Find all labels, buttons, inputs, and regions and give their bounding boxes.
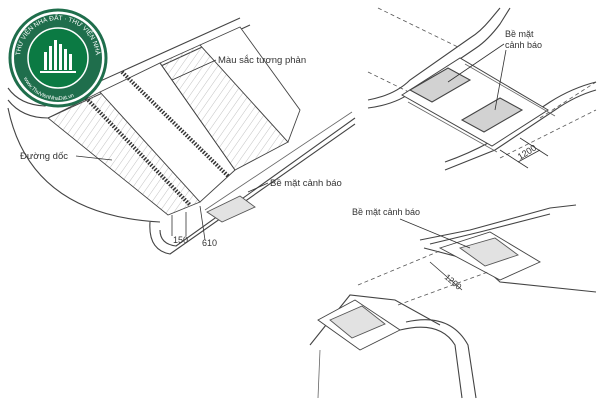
contrast-color-label: Màu sắc tương phản bbox=[218, 55, 306, 66]
tr-island-top-left bbox=[367, 7, 501, 101]
tr-dash-1 bbox=[377, 7, 461, 49]
left-warning-leader bbox=[247, 182, 269, 193]
left-top-edge bbox=[7, 17, 241, 107]
tr-dim-1200-label: 1200 bbox=[516, 143, 538, 162]
tr-warning-label-line2: cảnh báo bbox=[505, 40, 542, 50]
tr-warning-label-line1: Bề mặt bbox=[505, 29, 534, 39]
contrast-strip-left bbox=[84, 96, 192, 207]
logo-building-icon bbox=[40, 40, 76, 73]
br-curb-curve-2 bbox=[405, 319, 477, 399]
tr-island-top-left-2 bbox=[367, 7, 511, 109]
br-dash-1 bbox=[357, 249, 443, 286]
tr-dim-line bbox=[517, 149, 541, 163]
br-dash-2 bbox=[397, 271, 489, 306]
br-warning-surface-upper bbox=[458, 237, 519, 267]
ramp-bottom-edge bbox=[7, 107, 161, 223]
tr-island-inner-1 bbox=[407, 101, 498, 153]
br-upper-edge-3 bbox=[429, 213, 551, 245]
br-warning-leader bbox=[399, 218, 471, 249]
site-logo: THƯ VIỆN NHÀ ĐẤT · THƯ VIỆN NHÀ ĐẤT www.… bbox=[8, 8, 108, 108]
top-right-diagram: Bề mặt cảnh báo 1200 bbox=[367, 7, 597, 171]
tr-dim-ext-1 bbox=[499, 149, 529, 169]
br-lower-left-edge bbox=[317, 349, 321, 399]
tr-leader-2 bbox=[494, 49, 507, 111]
br-upper-edge-1 bbox=[419, 204, 577, 241]
dim-tick-3 bbox=[199, 205, 206, 241]
left-warning-surface bbox=[206, 195, 256, 223]
tr-island-inner-2 bbox=[464, 63, 556, 117]
tr-warning-surface-1 bbox=[408, 67, 472, 103]
ramp-leader bbox=[75, 155, 113, 161]
curb-top bbox=[159, 117, 356, 247]
br-curb-curve-1 bbox=[399, 326, 463, 399]
dim-150-label: 150 bbox=[173, 235, 188, 245]
left-warning-label: Bề mặt cảnh báo bbox=[270, 178, 342, 189]
left-diagram: 150 610 Màu sắc tương phản Đường dốc Bề … bbox=[7, 17, 356, 255]
curb-front bbox=[149, 123, 356, 255]
ramp-label: Đường dốc bbox=[20, 151, 68, 162]
tr-dash-4 bbox=[499, 109, 597, 159]
curb-line bbox=[204, 111, 353, 211]
tr-island-bottom-right bbox=[444, 89, 597, 171]
bottom-right-diagram: 1200 Bề mặt cảnh báo bbox=[309, 204, 597, 399]
br-dim-line bbox=[429, 261, 463, 291]
tr-dim-ext-2 bbox=[519, 137, 549, 157]
tr-warning-surface-2 bbox=[460, 97, 524, 133]
dim-610-label: 610 bbox=[202, 238, 217, 248]
tr-leader-1 bbox=[447, 43, 505, 83]
br-warning-label: Bề mặt cảnh báo bbox=[352, 207, 420, 217]
br-warning-surface-lower bbox=[329, 305, 386, 339]
ramp-side-slope bbox=[199, 26, 301, 143]
contrast-leader bbox=[171, 59, 217, 81]
contrast-strip-right bbox=[120, 70, 230, 178]
tr-island-path bbox=[401, 57, 549, 147]
logo-inner-disc bbox=[27, 27, 89, 89]
